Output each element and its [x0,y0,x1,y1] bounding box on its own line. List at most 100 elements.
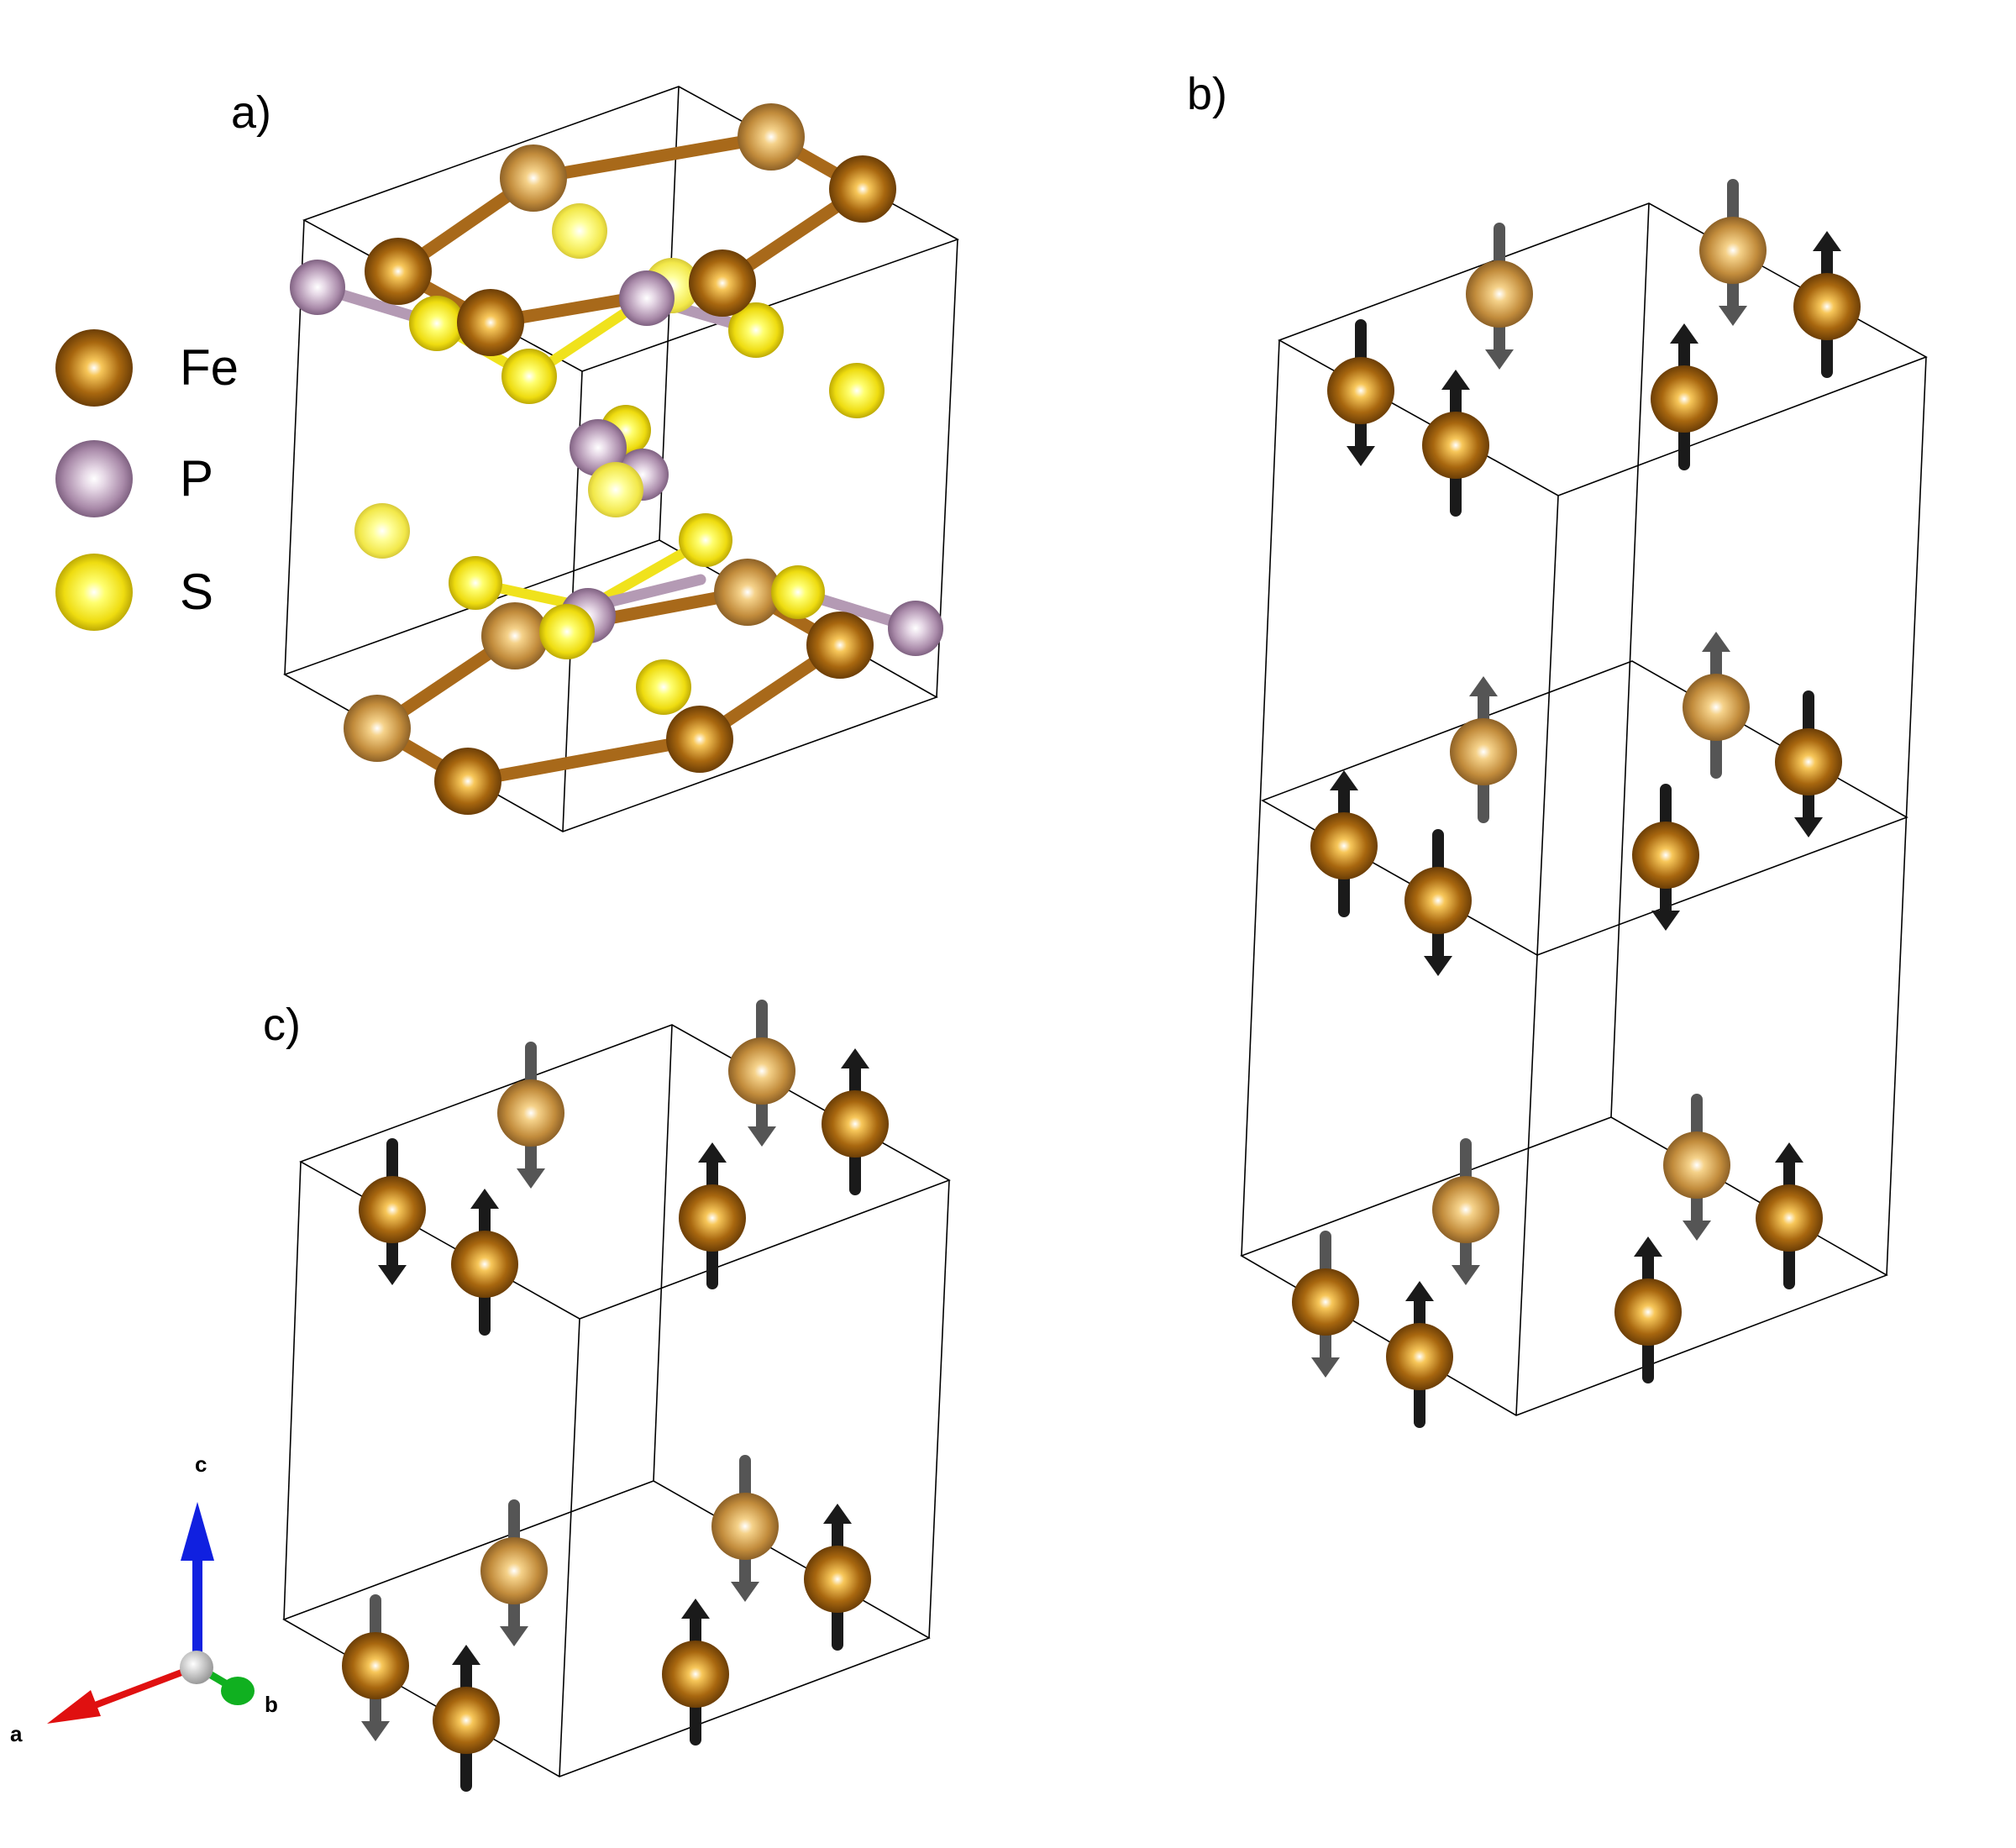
panel-c: c) [263,1000,951,1792]
spin-arrow-head [748,1126,776,1147]
s-atom [552,203,607,259]
fe-atom [666,706,733,773]
fe-spin-up [1422,370,1489,517]
legend-label-p: P [180,450,213,507]
spin-arrow-head [1813,231,1841,251]
fe-atom [481,602,549,669]
fe-spin-up [1651,323,1718,470]
legend-item-fe: Fe [55,329,239,407]
fe-spin-up [822,1048,889,1195]
fe-spin-up [1386,1281,1453,1428]
spin-arrow-head [378,1265,407,1285]
spin-arrow-head [1441,370,1470,390]
fe-atom [1422,412,1489,479]
fe-atom [497,1079,564,1147]
s-atom [829,363,885,418]
spin-arrow-head [681,1599,710,1619]
fe-atom [1310,812,1378,879]
fe-spin-down [1432,1138,1499,1285]
fe-spin-up [1614,1236,1682,1383]
s-atom [354,503,410,559]
panel-a: a) [231,86,959,832]
spin-arrow-head [1634,1236,1662,1257]
spin-arrow-head [841,1048,869,1068]
legend-item-p: P [55,440,213,517]
axis-label-b: b [265,1692,278,1717]
fe-spin-down [497,1042,564,1189]
spin-arrow-head [1347,446,1375,466]
fe-spin-down [1775,690,1842,837]
spin-arrow-head [1702,632,1730,652]
fe-atom [728,1037,795,1105]
panel-c-label: c) [263,1000,301,1050]
p-atom [619,270,675,326]
spin-arrow-head [470,1189,499,1209]
fe-atom [738,103,805,171]
spin-arrow-head [1670,323,1698,344]
spin-arrow-head [1311,1357,1340,1378]
fe-atom [457,289,524,356]
fe-spin-up [1756,1142,1823,1289]
c-axis-arrow [181,1502,214,1561]
b-axis-arrow [221,1677,255,1705]
fe-swatch [55,329,133,407]
spin-arrow-head [1794,817,1823,837]
spin-arrow-head [698,1142,727,1163]
fe-atom [1756,1184,1823,1252]
fe-atom [1466,260,1533,328]
fe-spin-up [1793,231,1861,378]
fe-spin-down [359,1138,426,1285]
spin-arrow-head [1683,1221,1711,1241]
fe-atom [1775,728,1842,795]
fe-atom [822,1090,889,1158]
fe-atom [1793,273,1861,340]
panel-c-spins [342,1000,889,1792]
p-atom [290,260,345,315]
fe-spin-up [1450,676,1517,823]
fe-atom [662,1641,729,1708]
s-atom [771,565,825,619]
fe-atom [342,1632,409,1699]
s-atom [728,302,784,358]
legend: Fe P S [55,329,239,631]
fe-spin-up [679,1142,746,1289]
s-atom [409,296,465,351]
fe-atom [679,1184,746,1252]
s-atom [588,462,643,517]
panel-a-label: a) [231,87,271,138]
p-atom [888,601,943,656]
fe-atom [1699,217,1767,284]
fe-spin-up [662,1599,729,1746]
spin-arrow-head [731,1582,759,1602]
fe-spin-up [804,1504,871,1651]
fe-atom [1614,1278,1682,1346]
fe-atom [451,1231,518,1298]
spin-arrow-head [1405,1281,1434,1301]
fe-atom [1432,1176,1499,1243]
fe-atom [365,238,432,305]
s-swatch [55,554,133,631]
spin-arrow-head [1651,911,1680,931]
fe-atom [434,748,501,815]
fe-atom [804,1546,871,1613]
fe-spin-down [711,1455,779,1602]
spin-arrow-head [452,1645,480,1665]
fe-atom [480,1537,548,1604]
legend-item-s: S [55,554,213,631]
spin-arrow-head [517,1168,545,1189]
fe-atom [806,612,874,679]
fe-spin-down [1663,1094,1730,1241]
fe-atom [711,1493,779,1560]
p-swatch [55,440,133,517]
fe-atom [1663,1131,1730,1199]
fe-spin-down [1632,784,1699,931]
fe-atom [1386,1323,1453,1390]
fe-atom [1450,718,1517,785]
fe-atom [1327,357,1394,424]
spin-arrow-head [1485,349,1514,370]
panel-a-atoms [290,103,943,815]
fe-atom [1651,365,1718,433]
fe-atom [689,249,756,317]
s-atom [501,349,557,404]
spin-arrow-head [1424,956,1452,976]
